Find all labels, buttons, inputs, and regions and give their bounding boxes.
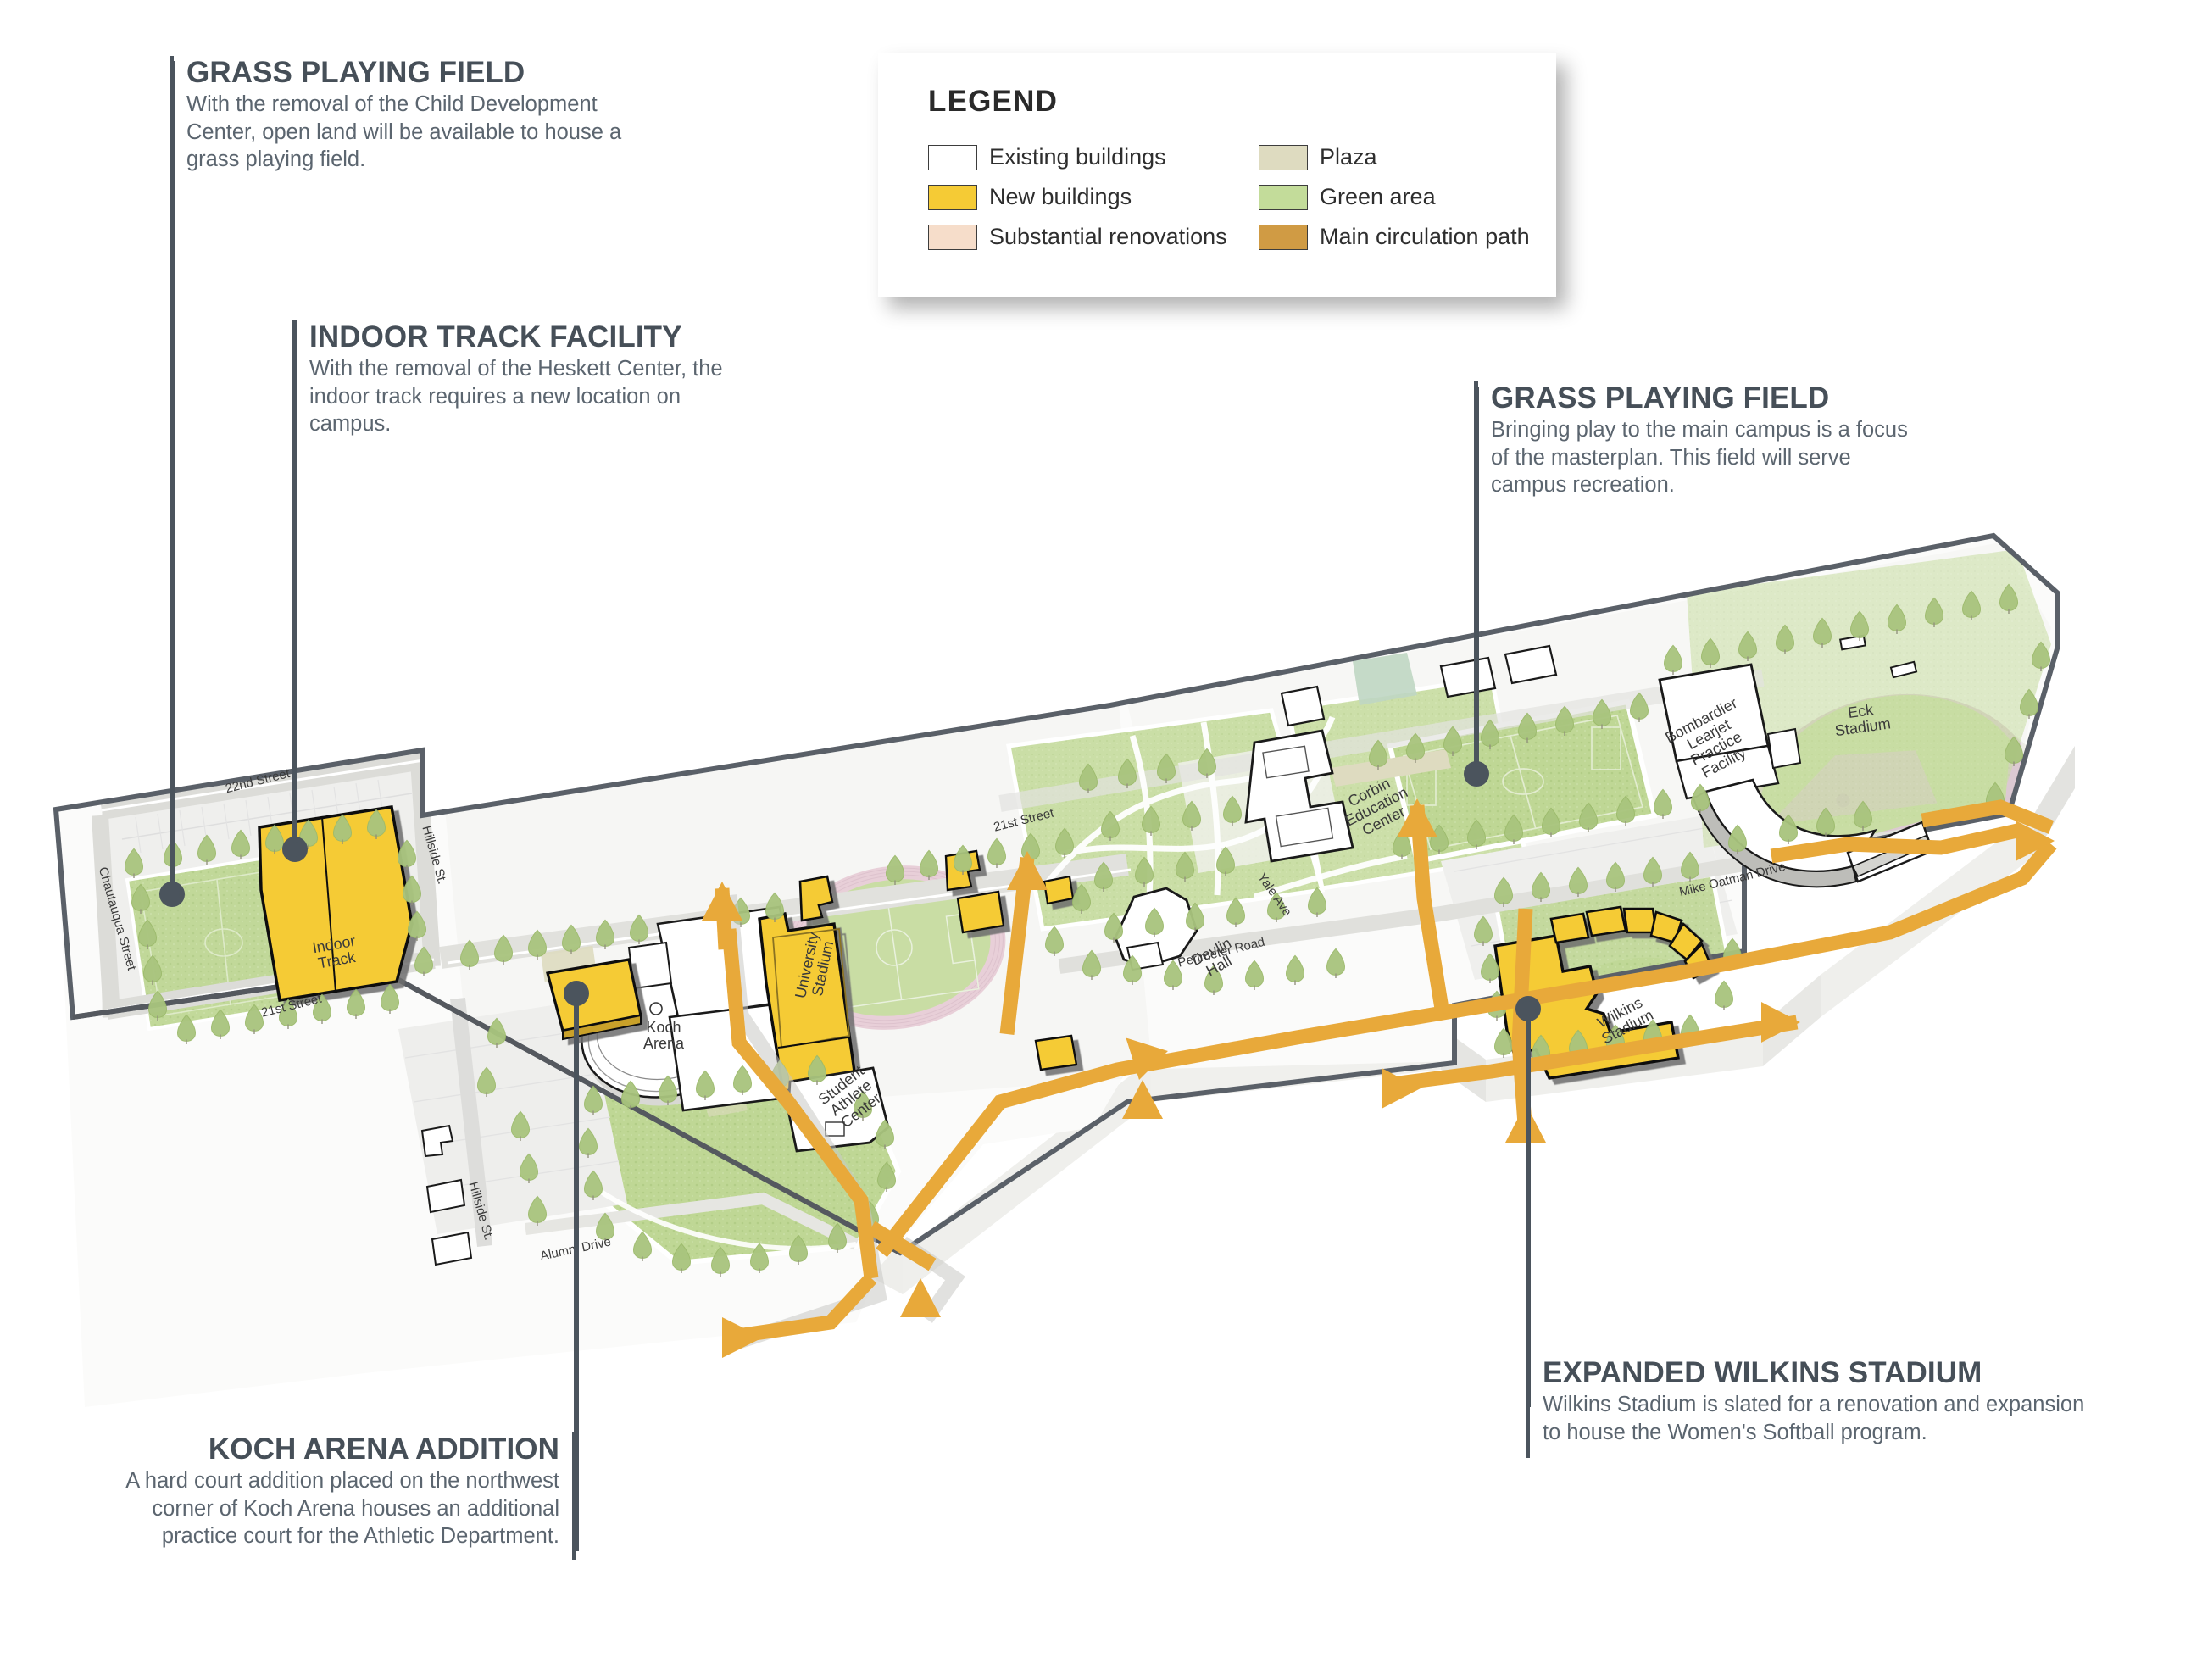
legend-label-new-buildings: New buildings bbox=[989, 184, 1132, 209]
legend-swatch-new-buildings bbox=[928, 184, 977, 210]
callout-expanded-wilkins-stadium: EXPANDED WILKINS STADIUM Wilkins Stadium… bbox=[1526, 1356, 2085, 1458]
callout-indoor-track-facility: INDOOR TRACK FACILITY With the removal o… bbox=[292, 320, 733, 473]
callout-text: With the removal of the Child Developmen… bbox=[186, 92, 622, 172]
legend-label-green-area: Green area bbox=[1320, 184, 1436, 209]
callout-title: GRASS PLAYING FIELD bbox=[186, 56, 525, 89]
legend-swatch-main-circulation-path bbox=[1259, 224, 1308, 250]
legend-label-existing-buildings: Existing buildings bbox=[989, 144, 1166, 170]
legend-item-existing-buildings: Existing buildings bbox=[928, 144, 1259, 170]
callout-title: KOCH ARENA ADDITION bbox=[208, 1432, 559, 1466]
callout-title: EXPANDED WILKINS STADIUM bbox=[1543, 1356, 1982, 1389]
legend-item-green-area: Green area bbox=[1259, 184, 1538, 210]
legend-label-substantial-renovations: Substantial renovations bbox=[989, 224, 1227, 249]
callout-text: With the removal of the Heskett Center, … bbox=[309, 357, 723, 437]
legend-swatch-existing-buildings bbox=[928, 144, 977, 170]
callout-text: A hard court addition placed on the nort… bbox=[125, 1469, 559, 1549]
legend-swatch-substantial-renovations bbox=[928, 224, 977, 250]
legend-item-substantial-renovations: Substantial renovations bbox=[928, 224, 1259, 250]
legend-label-plaza: Plaza bbox=[1320, 144, 1377, 170]
legend-item-plaza: Plaza bbox=[1259, 144, 1538, 170]
legend-swatch-plaza bbox=[1259, 144, 1308, 170]
legend-swatch-green-area bbox=[1259, 184, 1308, 210]
callout-title: INDOOR TRACK FACILITY bbox=[309, 320, 682, 353]
legend-title: LEGEND bbox=[928, 85, 1059, 118]
legend-item-new-buildings: New buildings bbox=[928, 184, 1259, 210]
callout-koch-arena-addition: KOCH ARENA ADDITION A hard court additio… bbox=[81, 1432, 576, 1560]
legend-panel: LEGEND Existing buildings Plaza New buil… bbox=[878, 53, 1556, 297]
legend-items: Existing buildings Plaza New buildings G… bbox=[928, 137, 1538, 257]
callout-text: Wilkins Stadium is slated for a renovati… bbox=[1543, 1393, 2085, 1444]
callout-grass-playing-field-east: GRASS PLAYING FIELD Bringing play to the… bbox=[1474, 381, 1915, 526]
callout-title: GRASS PLAYING FIELD bbox=[1491, 381, 1830, 414]
main-circulation-paths bbox=[715, 799, 2057, 1354]
callout-text: Bringing play to the main campus is a fo… bbox=[1491, 418, 1908, 498]
callout-grass-playing-field-west: GRASS PLAYING FIELD With the removal of … bbox=[170, 56, 670, 209]
legend-label-main-circulation-path: Main circulation path bbox=[1320, 224, 1530, 249]
circulation-arrowheads bbox=[702, 798, 2055, 1358]
legend-item-main-circulation-path: Main circulation path bbox=[1259, 224, 1538, 250]
